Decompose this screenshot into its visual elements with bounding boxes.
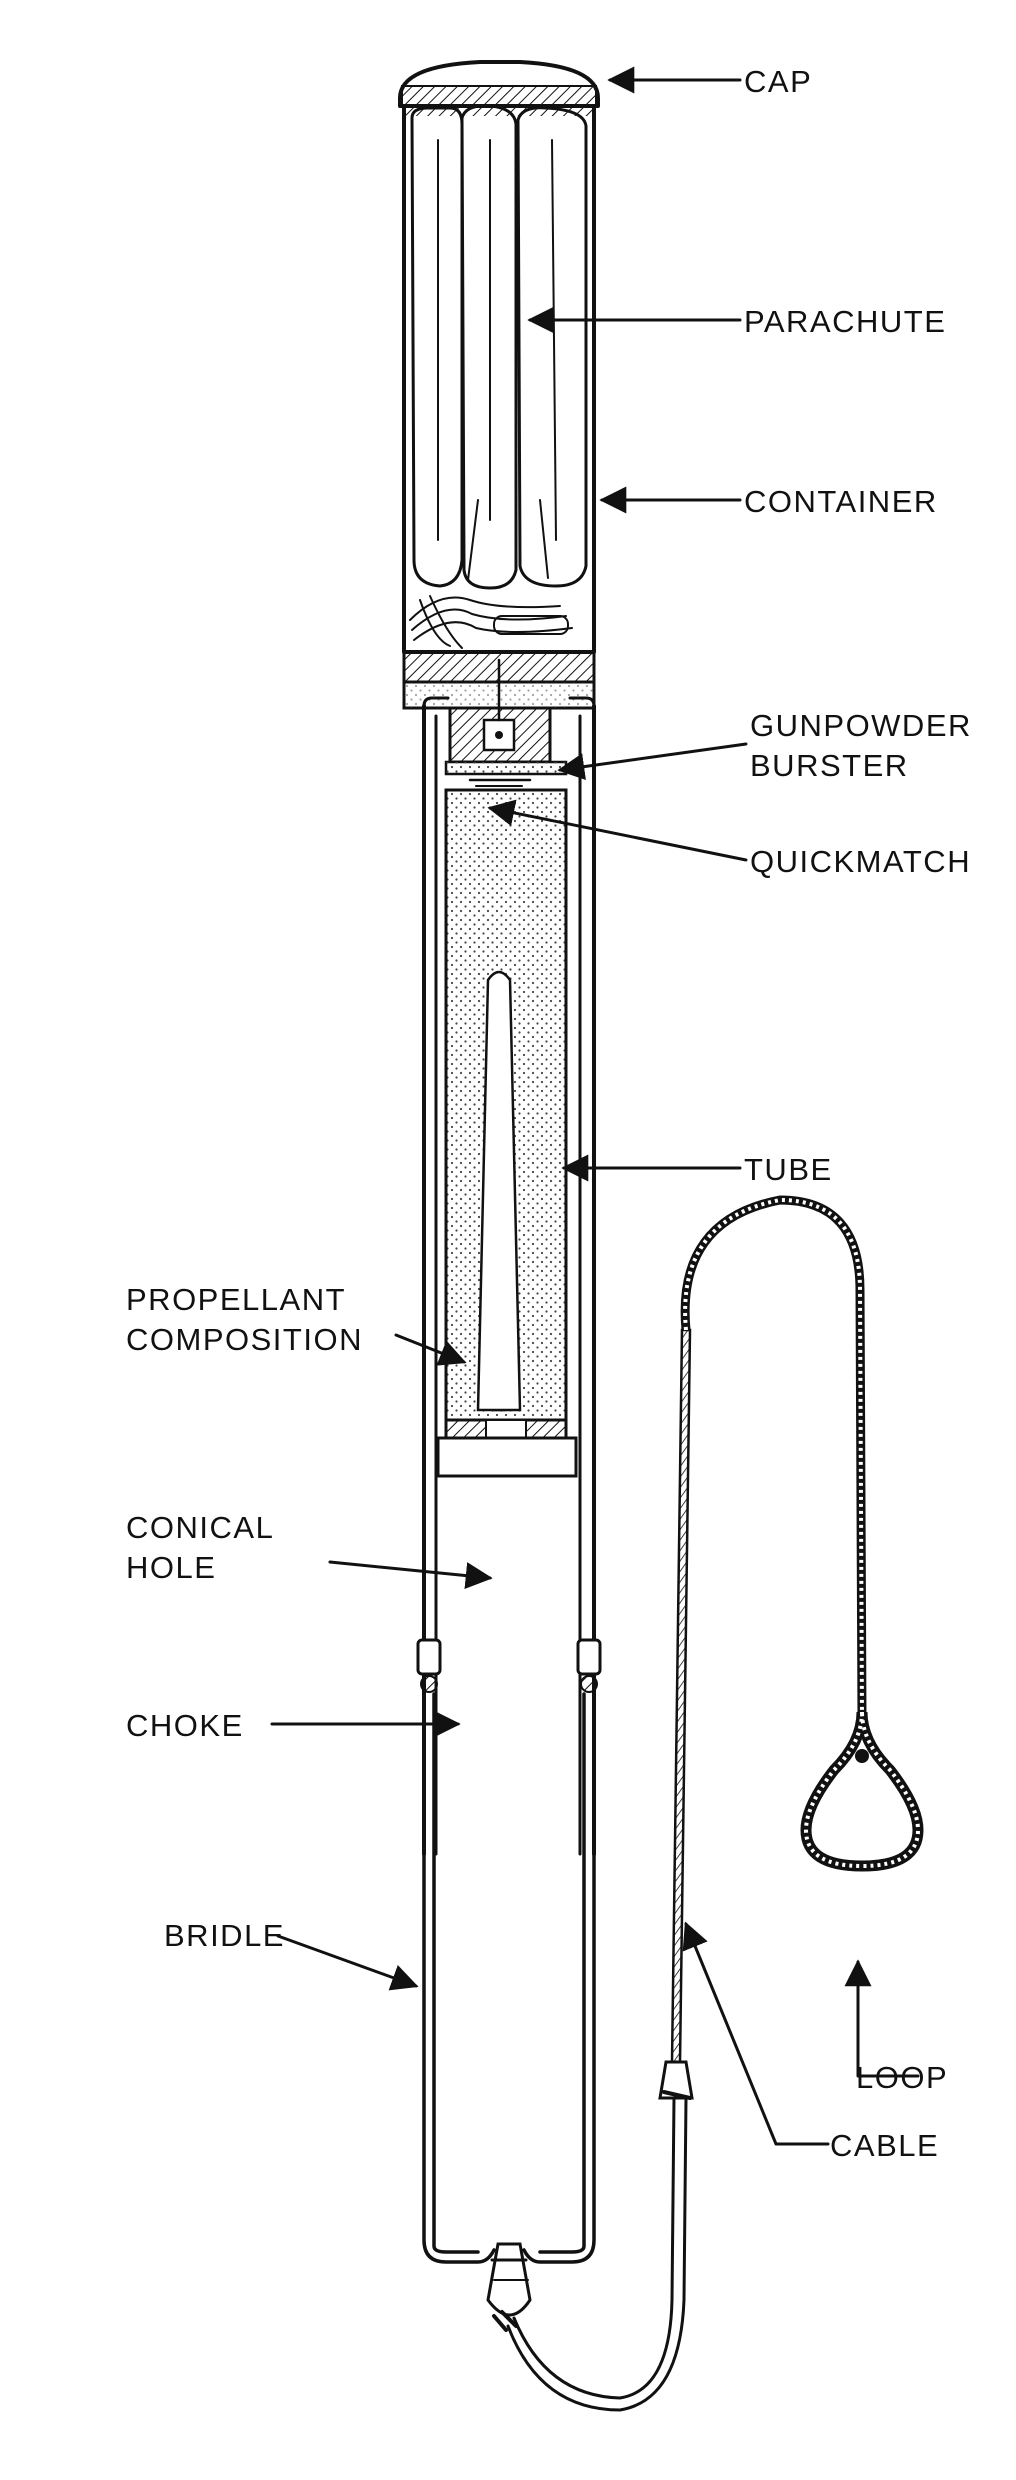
label-loop: LOOP: [856, 2060, 948, 2095]
base-plate: [402, 650, 596, 764]
label-composition: COMPOSITION: [126, 1322, 363, 1357]
label-gunpowder: GUNPOWDER: [750, 708, 972, 743]
label-burster: BURSTER: [750, 748, 909, 783]
label-parachute: PARACHUTE: [744, 304, 946, 339]
label-hole: HOLE: [126, 1550, 216, 1585]
propellant-composition: [444, 788, 568, 1422]
quickmatch: [468, 778, 532, 787]
label-tube: TUBE: [744, 1152, 833, 1187]
parachute: [409, 104, 588, 649]
labels: CAP PARACHUTE CONTAINER GUNPOWDER BURSTE…: [126, 64, 972, 2163]
container: [402, 104, 596, 654]
label-propellant: PROPELLANT: [126, 1282, 346, 1317]
label-cable: CABLE: [830, 2128, 939, 2163]
bridle: [416, 1638, 602, 2332]
label-conical: CONICAL: [126, 1510, 274, 1545]
gunpowder-burster: [444, 760, 568, 776]
label-quickmatch: QUICKMATCH: [750, 844, 971, 879]
leader-lines: [270, 66, 920, 2146]
label-container: CONTAINER: [744, 484, 938, 519]
choke: [436, 1418, 578, 1478]
cable: [506, 1195, 867, 2412]
label-cap: CAP: [744, 64, 812, 99]
loop: [800, 1711, 924, 1872]
cap: [398, 60, 600, 108]
label-choke: CHOKE: [126, 1708, 244, 1743]
label-bridle: BRIDLE: [164, 1918, 285, 1953]
